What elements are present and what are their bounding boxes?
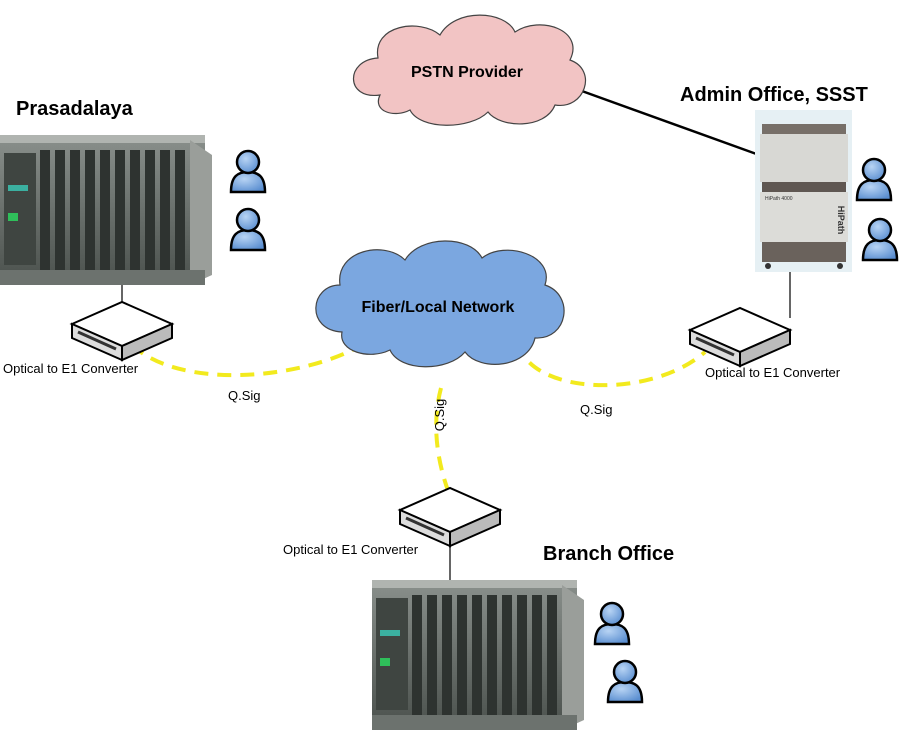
prasadalaya-converter-label: Optical to E1 Converter — [3, 361, 139, 376]
prasadalaya-qsig-label: Q.Sig — [228, 388, 261, 403]
branch-converter-label: Optical to E1 Converter — [283, 542, 419, 557]
converter-icon — [688, 306, 792, 368]
device-model: HiPath 4000 — [765, 196, 793, 202]
pstn-link — [567, 84, 763, 158]
admin-qsig-label: Q.Sig — [580, 402, 613, 417]
converter-icon — [70, 300, 174, 362]
prasadalaya-pbx-rack — [0, 135, 212, 285]
user-icon — [855, 157, 893, 202]
device-brand: HiPath — [836, 206, 846, 235]
qsig-link-admin — [516, 342, 707, 388]
qsig-link-prasadalaya — [130, 343, 363, 378]
prasadalaya-title: Prasadalaya — [16, 98, 134, 120]
network-label: Fiber/Local Network — [362, 299, 515, 316]
branch-title: Branch Office — [543, 543, 674, 565]
pstn-cloud: PSTN Provider — [353, 14, 587, 126]
user-icon — [606, 659, 644, 704]
pstn-label: PSTN Provider — [411, 64, 523, 81]
network-cloud: Fiber/Local Network — [315, 240, 565, 368]
user-icon — [861, 217, 899, 262]
user-icon — [593, 601, 631, 646]
converter-icon — [398, 486, 502, 548]
user-icon — [229, 149, 267, 194]
admin-converter-label: Optical to E1 Converter — [705, 365, 841, 380]
branch-qsig-label: Q.Sig — [432, 399, 447, 432]
user-icon — [229, 207, 267, 252]
admin-title: Admin Office, SSST — [680, 84, 868, 106]
hipath-cabinet: HiPath 4000 HiPath — [755, 110, 852, 272]
branch-pbx-rack — [372, 580, 584, 730]
qsig-link-branch — [434, 387, 452, 497]
